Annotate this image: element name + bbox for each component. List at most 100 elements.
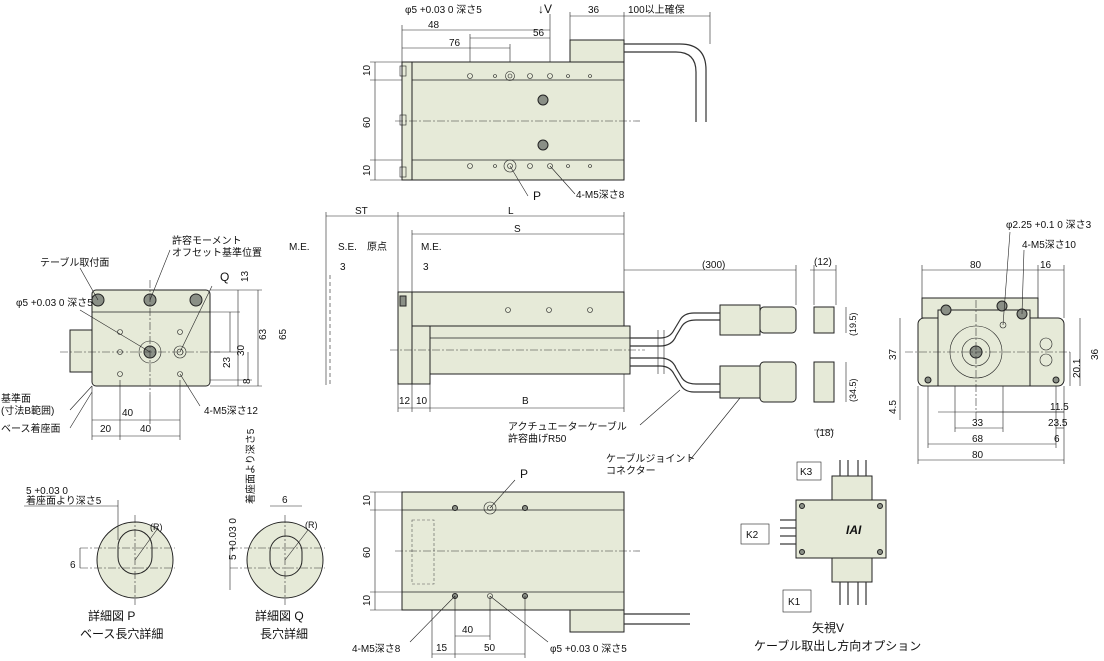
dim-10-top: 10 (362, 64, 373, 76)
base-ref-2: (寸法B範囲) (1, 404, 54, 417)
dim-40-bottom: 40 (462, 625, 474, 636)
dim-l: L (508, 206, 514, 217)
dim-300: (300) (702, 260, 725, 271)
dim-40a: 40 (122, 408, 134, 419)
dim-10: 10 (416, 396, 428, 407)
detail-q: 5 +0.03 0 着座面より深さ5 6 (R) 詳細図 Q 長穴詳細 (228, 428, 325, 641)
right-view: φ2.25 +0.1 0 深さ3 4-M5深さ10 80 16 37 36 20… (888, 219, 1101, 464)
dim-8: 8 (242, 378, 253, 384)
detail-q-title: 詳細図 Q (255, 608, 304, 623)
view-v-k2: K2 (746, 530, 759, 541)
joint-note-2: コネクター (606, 465, 656, 477)
view-v-k3: K3 (800, 467, 813, 478)
top-view: φ5 +0.03 0 深さ5 ↓V 48 76 56 36 100以上確保 10… (362, 2, 711, 203)
side-view: ST L S M.E. S.E. 原点 M.E. 3 3 (300) (12) … (289, 206, 858, 477)
dim-15: 15 (436, 643, 448, 654)
dim-3b: 3 (423, 262, 429, 273)
dim-80: 80 (970, 260, 982, 271)
dim-10-bottom: 10 (362, 494, 373, 506)
view-v-title: 矢視V (812, 620, 844, 635)
left-tap-spec: 4-M5深さ12 (204, 405, 258, 417)
moment-2: オフセット基準位置 (172, 246, 262, 259)
right-tap-spec: 4-M5深さ10 (1022, 239, 1076, 251)
dim-56: 56 (533, 28, 545, 39)
dim-34-5: (34.5) (848, 378, 858, 402)
base-ref-1: 基準面 (1, 392, 31, 405)
dim-36: 36 (588, 5, 600, 16)
bottom-tap-spec: 4-M5深さ8 (352, 643, 401, 655)
right-hole-spec: φ2.25 +0.1 0 深さ3 (1006, 219, 1092, 231)
left-view: テーブル取付面 許容モーメント オフセット基準位置 Q φ5 +0.03 0 深… (1, 234, 289, 440)
detail-p-subtitle: ベース長穴詳細 (80, 626, 163, 641)
detail-p-depth: 5 +0.03 0 (26, 486, 68, 497)
dim-30: 30 (236, 344, 247, 356)
label-p-top: P (533, 189, 541, 203)
base-seat: ベース着座面 (1, 422, 61, 435)
dim-19-5: (19.5) (848, 312, 858, 336)
dim-se: S.E. (338, 242, 357, 253)
dim-12: 12 (399, 396, 411, 407)
top-hole-spec: φ5 +0.03 0 深さ5 (405, 4, 482, 16)
label-p-bottom: P (520, 467, 528, 481)
dim-st: ST (355, 206, 368, 217)
bottom-view: P 10 60 10 40 15 50 4-M5深さ8 φ5 +0.03 0 深… (352, 467, 690, 658)
detail-q-radius: (R) (305, 520, 318, 530)
arrow-v-label: ↓V (538, 2, 552, 16)
bottom-hole-spec: φ5 +0.03 0 深さ5 (550, 643, 627, 655)
label-q: Q (220, 270, 229, 284)
dim-11-5: 11.5 (1050, 402, 1069, 413)
dim-18: (18) (816, 428, 834, 439)
dim-b: B (522, 396, 529, 407)
dim-20: 20 (100, 424, 112, 435)
detail-p-depth-note: 着座面より深さ5 (26, 494, 102, 507)
dim-80b: 80 (972, 450, 984, 461)
dim-37: 37 (888, 348, 899, 360)
top-tap-spec: 4-M5深さ8 (576, 189, 625, 201)
dim-68: 68 (972, 434, 984, 445)
dim-13: 13 (240, 270, 251, 282)
dim-40b: 40 (140, 424, 152, 435)
dim-23: 23 (222, 356, 233, 368)
dim-4-5: 4.5 (888, 400, 899, 414)
dim-33: 33 (972, 418, 984, 429)
cable-clearance: 100以上確保 (628, 3, 685, 16)
dim-12p: (12) (814, 257, 832, 268)
dim-6-right: 6 (1054, 434, 1060, 445)
view-v: IAI K3 K2 K1 矢視V ケーブル取出し方向オプション (740, 460, 921, 653)
dim-60-bottom: 60 (362, 546, 373, 558)
dim-3a: 3 (340, 262, 346, 273)
dim-me-2: M.E. (421, 242, 442, 253)
detail-q-subtitle: 長穴詳細 (260, 626, 308, 641)
dim-63: 63 (258, 328, 269, 340)
detail-q-depth: 5 +0.03 0 (228, 518, 239, 560)
cable-note-1: アクチュエーターケーブル (508, 420, 627, 433)
dim-s: S (514, 224, 521, 235)
dim-36-right: 36 (1090, 348, 1101, 360)
detail-p-dim-6: 6 (70, 560, 76, 571)
dim-23-5: 23.5 (1048, 418, 1068, 429)
left-hole-spec: φ5 +0.03 0 深さ5 (16, 297, 93, 309)
dim-60-top: 60 (362, 116, 373, 128)
dim-16: 16 (1040, 260, 1052, 271)
detail-p: 5 +0.03 0 着座面より深さ5 6 (R) 詳細図 P ベース長穴詳細 (24, 486, 175, 641)
dim-me-1: M.E. (289, 242, 310, 253)
table-face: テーブル取付面 (40, 256, 109, 269)
detail-q-dim-6: 6 (282, 495, 288, 506)
dim-76: 76 (449, 38, 461, 49)
dim-origin: 原点 (367, 241, 387, 253)
dim-20-1: 20.1 (1072, 358, 1083, 378)
view-v-subtitle: ケーブル取出し方向オプション (754, 638, 921, 653)
joint-note-1: ケーブルジョイント (606, 452, 695, 465)
moment-1: 許容モーメント (172, 234, 242, 247)
view-v-k1: K1 (788, 597, 801, 608)
dim-10b-bottom: 10 (362, 594, 373, 606)
dim-65: 65 (278, 328, 289, 340)
cable-note-2: 許容曲げR50 (508, 432, 567, 445)
dim-50: 50 (484, 643, 496, 654)
detail-p-radius: (R) (150, 522, 163, 532)
dim-48: 48 (428, 20, 440, 31)
dim-10b-top: 10 (362, 164, 373, 176)
iai-logo: IAI (846, 523, 862, 537)
detail-p-title: 詳細図 P (88, 608, 135, 623)
